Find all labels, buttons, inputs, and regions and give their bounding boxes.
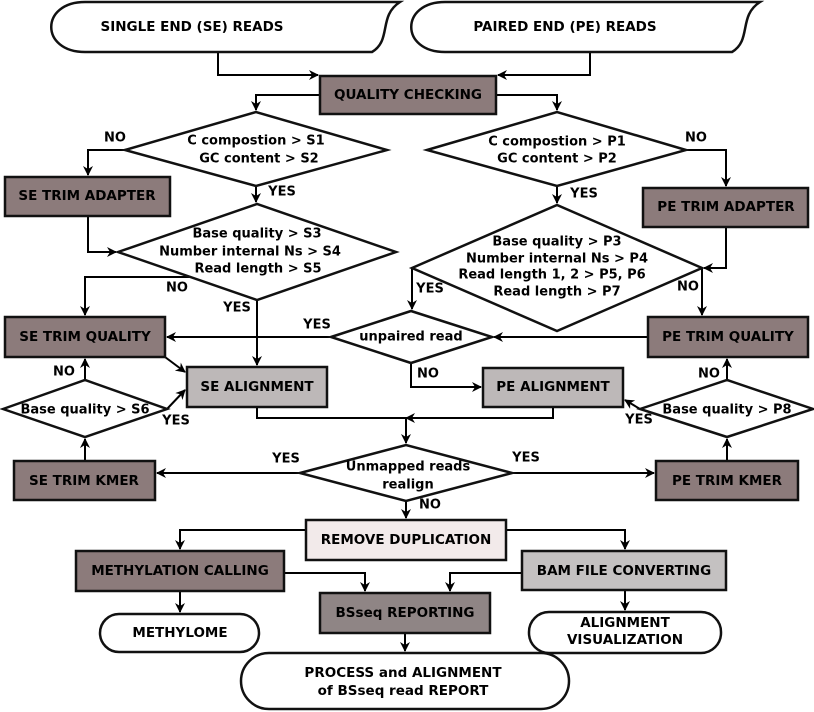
methylome-label: METHYLOME: [132, 625, 227, 641]
se-trim-kmer-label: SE TRIM KMER: [29, 473, 140, 489]
decision-line: Number internal Ns > P4: [466, 252, 648, 267]
decision-line: GC content > S2: [199, 152, 318, 167]
decision-line: Unmapped reads: [346, 460, 471, 475]
se-base-quality-label: Base quality > S6: [20, 403, 149, 418]
quality-checking-node: QUALITY CHECKING: [318, 74, 498, 116]
yes-label: YES: [415, 282, 444, 297]
bam-file-converting-label: BAM FILE CONVERTING: [537, 563, 711, 579]
final-report-terminal: PROCESS and ALIGNMENT of BSseq read REPO…: [239, 651, 571, 711]
no-label: NO: [53, 365, 75, 380]
decision-line: realign: [382, 478, 433, 493]
no-label: NO: [685, 131, 707, 146]
terminal-line: ALIGNMENT: [580, 615, 670, 631]
no-label: NO: [698, 367, 720, 382]
pe-trim-quality-node: PE TRIM QUALITY: [646, 315, 810, 359]
se-trim-kmer-node: SE TRIM KMER: [12, 459, 157, 502]
bsseq-reporting-label: BSseq REPORTING: [336, 605, 475, 621]
se-trim-adapter-node: SE TRIM ADAPTER: [3, 175, 172, 218]
se-quality-decision: Base quality > S3 Number internal Ns > S…: [114, 202, 400, 302]
methylation-calling-node: METHYLATION CALLING: [74, 549, 286, 593]
pe-reads-label: PAIRED END (PE) READS: [473, 19, 656, 35]
pe-quality-decision: Base quality > P3 Number internal Ns > P…: [408, 203, 706, 333]
no-label: NO: [166, 281, 188, 296]
decision-line: Base quality > P3: [492, 235, 621, 250]
branch-labels: NO YES NO YES NO YES NO YES YES NO NO YE…: [53, 131, 720, 513]
remove-duplication-label: REMOVE DUPLICATION: [321, 532, 492, 548]
alignment-visualization-terminal: ALIGNMENT VISUALIZATION: [527, 610, 723, 655]
decision-line: Number internal Ns > S4: [159, 245, 341, 260]
se-trim-quality-node: SE TRIM QUALITY: [3, 315, 167, 359]
bam-file-converting-node: BAM FILE CONVERTING: [520, 549, 728, 592]
yes-label: YES: [569, 187, 598, 202]
pe-base-quality-decision: Base quality > P8: [635, 378, 814, 439]
se-composition-decision: C compostion > S1 GC content > S2: [120, 110, 392, 188]
se-alignment-node: SE ALIGNMENT: [185, 365, 329, 409]
terminal-line: PROCESS and ALIGNMENT: [304, 665, 502, 681]
pe-reads-node: PAIRED END (PE) READS: [410, 0, 765, 54]
decision-line: Base quality > S3: [192, 227, 321, 242]
yes-label: YES: [302, 318, 331, 333]
decision-line: Read length > S5: [194, 262, 321, 277]
pe-trim-kmer-node: PE TRIM KMER: [654, 459, 800, 502]
pe-alignment-label: PE ALIGNMENT: [496, 379, 610, 395]
pe-base-quality-label: Base quality > P8: [662, 403, 791, 418]
se-trim-quality-label: SE TRIM QUALITY: [19, 329, 151, 345]
pe-trim-kmer-label: PE TRIM KMER: [672, 473, 783, 489]
unpaired-read-decision: unpaired read: [326, 309, 497, 365]
decision-line: Read length 1, 2 > P5, P6: [458, 268, 645, 283]
pe-trim-adapter-node: PE TRIM ADAPTER: [641, 186, 810, 229]
se-alignment-label: SE ALIGNMENT: [200, 379, 314, 395]
decision-line: Read length > P7: [493, 285, 620, 300]
unpaired-read-label: unpaired read: [359, 330, 462, 345]
no-label: NO: [417, 367, 439, 382]
yes-label: YES: [161, 414, 190, 429]
terminal-line: VISUALIZATION: [567, 632, 683, 648]
yes-label: YES: [222, 301, 251, 316]
decision-line: GC content > P2: [497, 152, 617, 167]
se-trim-adapter-label: SE TRIM ADAPTER: [18, 188, 156, 204]
yes-label: YES: [267, 185, 296, 200]
pe-trim-adapter-label: PE TRIM ADAPTER: [657, 199, 795, 215]
no-label: NO: [677, 280, 699, 295]
decision-line: C compostion > S1: [187, 134, 324, 149]
remove-duplication-node: REMOVE DUPLICATION: [304, 518, 508, 562]
quality-checking-label: QUALITY CHECKING: [334, 87, 482, 103]
unmapped-realign-decision: Unmapped reads realign: [295, 443, 517, 503]
methylome-terminal: METHYLOME: [98, 612, 261, 654]
decision-line: C compostion > P1: [488, 135, 626, 150]
se-reads-label: SINGLE END (SE) READS: [100, 19, 283, 35]
bsseq-reporting-node: BSseq REPORTING: [318, 591, 492, 635]
pe-composition-decision: C compostion > P1 GC content > P2: [422, 110, 691, 188]
pe-trim-quality-label: PE TRIM QUALITY: [662, 329, 794, 345]
edges: [80, 52, 732, 652]
yes-label: YES: [511, 451, 540, 466]
no-label: NO: [419, 498, 441, 513]
methylation-calling-label: METHYLATION CALLING: [91, 563, 269, 579]
yes-label: YES: [271, 452, 300, 467]
no-label: NO: [104, 131, 126, 146]
yes-label: YES: [624, 413, 653, 428]
se-reads-node: SINGLE END (SE) READS: [50, 0, 405, 54]
terminal-line: of BSseq read REPORT: [318, 683, 489, 699]
se-base-quality-decision: Base quality > S6: [0, 378, 171, 439]
pe-alignment-node: PE ALIGNMENT: [481, 366, 625, 409]
